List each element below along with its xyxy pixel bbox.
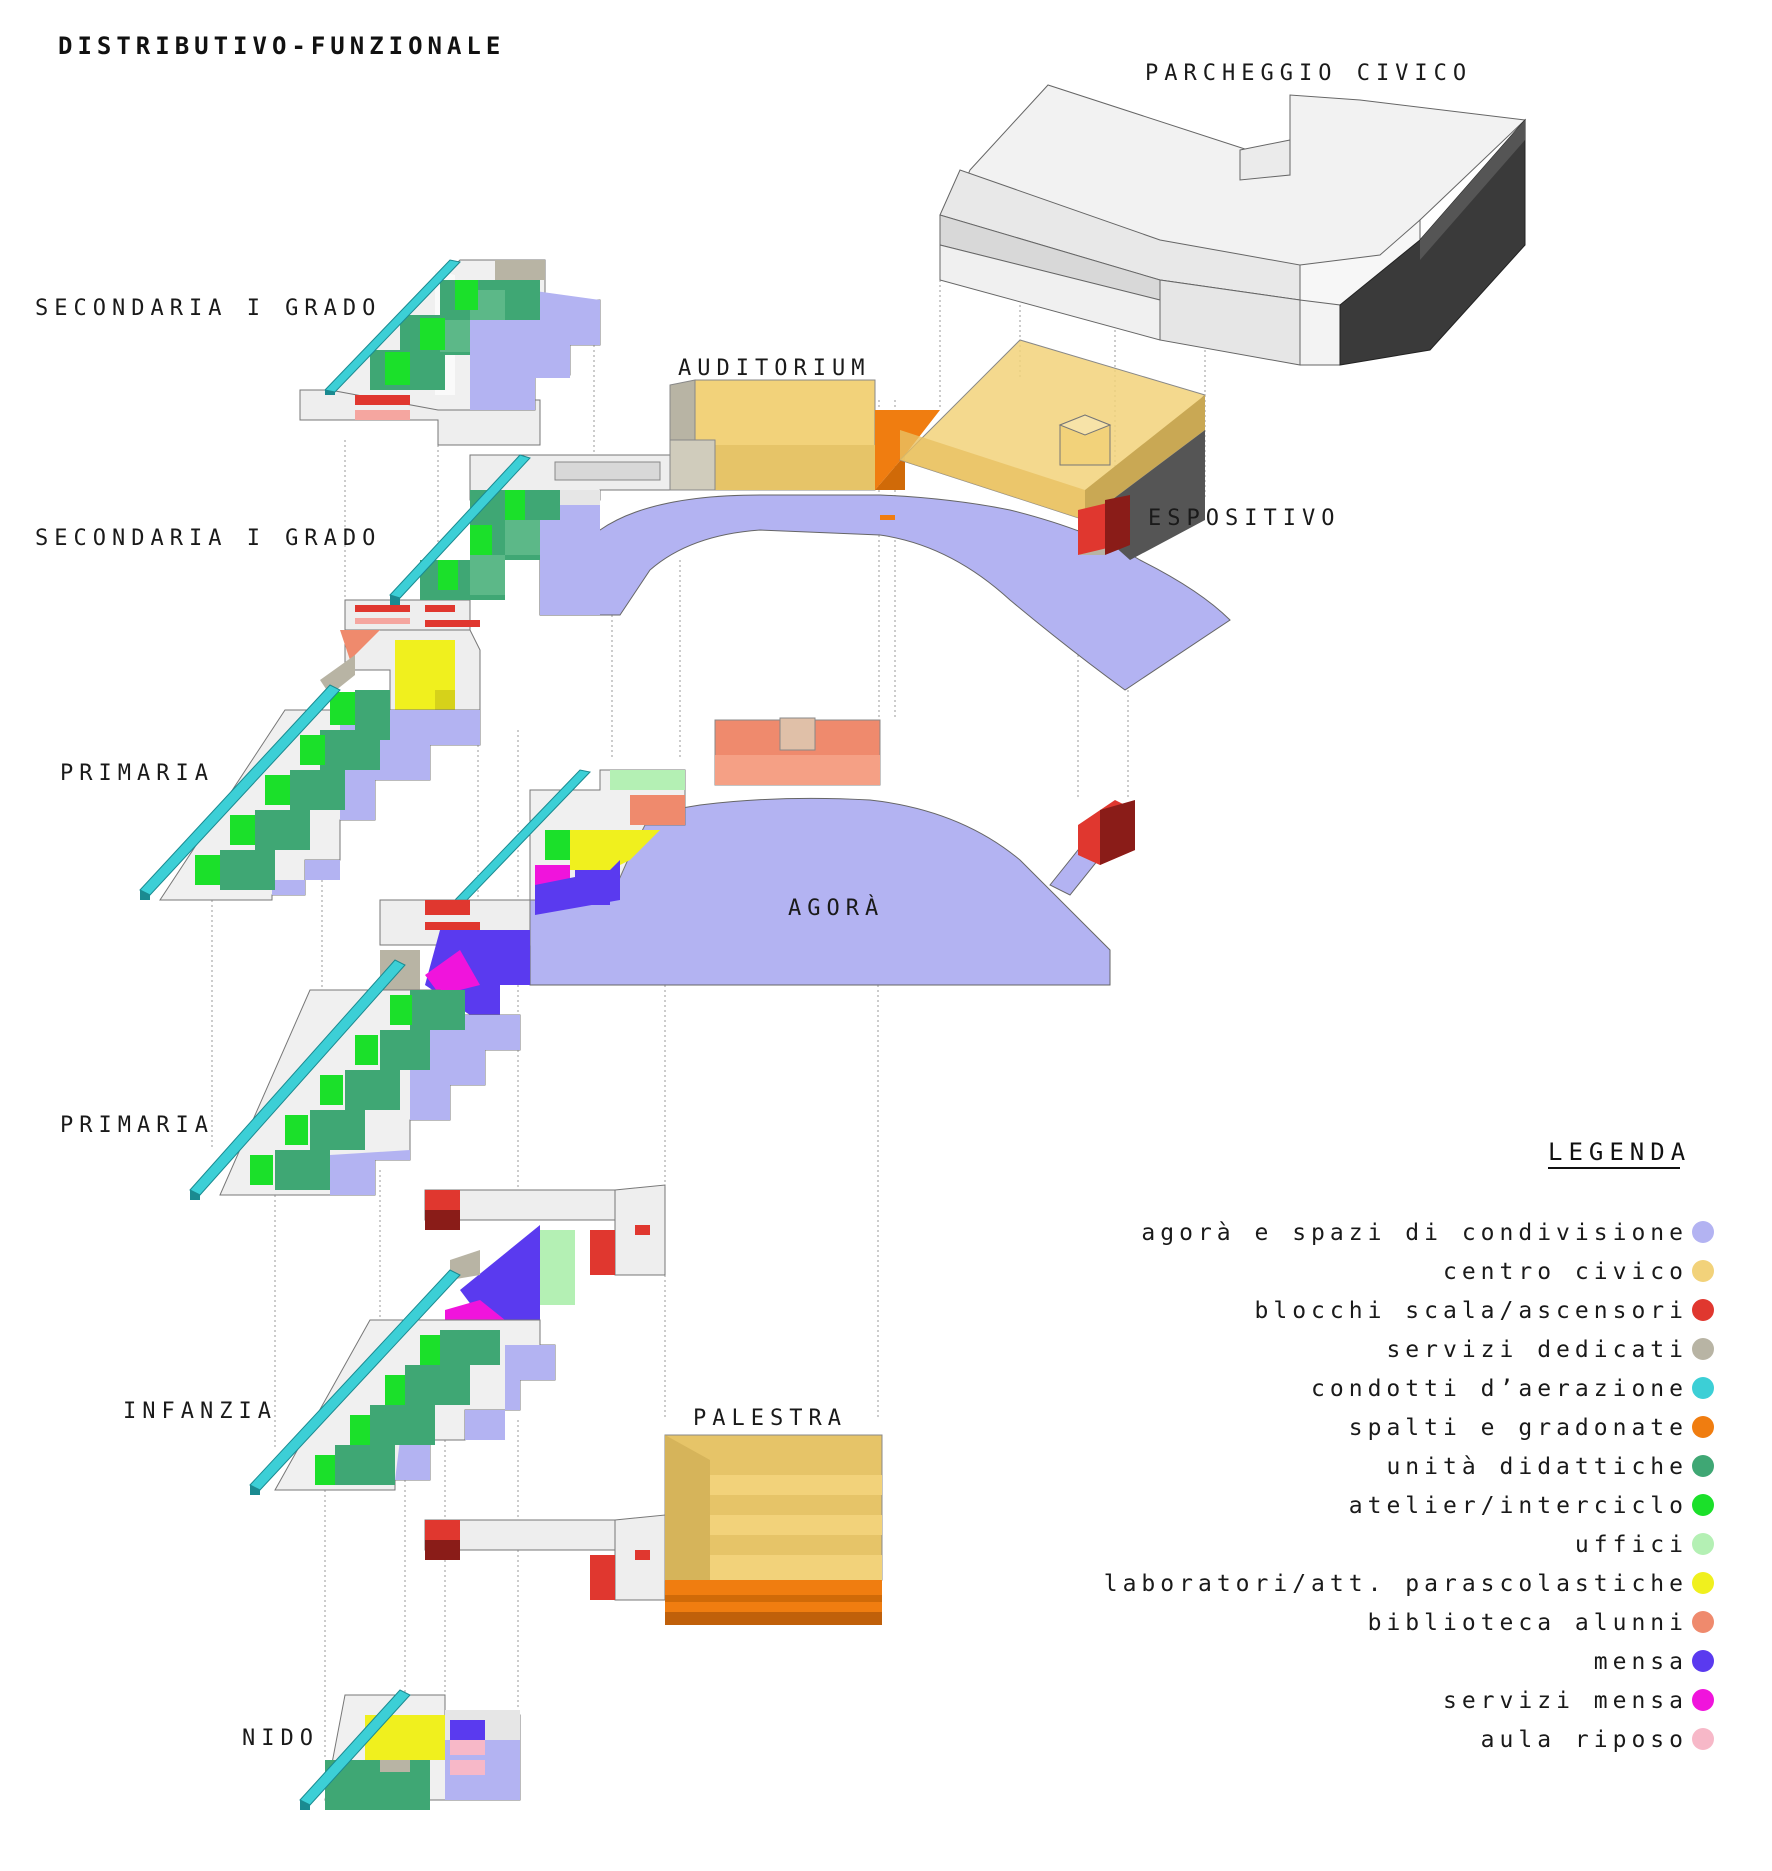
agora-block: AGORÀ	[379, 769, 1135, 1015]
label-auditorium: AUDITORIUM	[678, 356, 870, 381]
legend-swatch	[1692, 1572, 1714, 1594]
legend-item-label: unità didattiche	[1386, 1454, 1688, 1480]
legend-title: LEGENDA	[1548, 1138, 1691, 1166]
legend-item-label: uffici	[1575, 1532, 1688, 1558]
legend-item-label: aula riposo	[1481, 1727, 1688, 1753]
legend-item-label: blocchi scala/ascensori	[1255, 1298, 1689, 1324]
legend-swatch	[1692, 1494, 1714, 1516]
biblioteca-block	[714, 717, 881, 786]
legend: LEGENDA agorà e spazi di condivisione cen…	[1104, 1138, 1714, 1753]
label-secondaria-1: SECONDARIA I GRADO	[35, 296, 381, 321]
legend-swatch	[1692, 1650, 1714, 1672]
legend-item-label: centro civico	[1443, 1259, 1688, 1285]
legend-item-label: laboratori/att. parascolastiche	[1104, 1571, 1688, 1597]
label-primaria-1: PRIMARIA	[60, 761, 214, 786]
legend-item-label: spalti e gradonate	[1349, 1415, 1688, 1441]
label-parcheggio: PARCHEGGIO CIVICO	[1145, 61, 1472, 86]
legend-swatch	[1692, 1689, 1714, 1711]
legend-items: agorà e spazi di condivisione centro civi…	[1104, 1220, 1714, 1753]
legend-swatch	[1692, 1338, 1714, 1360]
label-palestra: PALESTRA	[693, 1406, 847, 1431]
label-espositivo: ESPOSITIVO	[1148, 506, 1340, 531]
legend-swatch	[1692, 1728, 1714, 1750]
legend-swatch	[1692, 1377, 1714, 1399]
legend-swatch	[1692, 1533, 1714, 1555]
label-agora: AGORÀ	[788, 895, 884, 921]
legend-swatch	[1692, 1611, 1714, 1633]
primaria-upper-block: PRIMARIA	[60, 629, 481, 901]
nido-block: NIDO	[242, 1689, 521, 1810]
legend-item-label: servizi dedicati	[1386, 1337, 1688, 1363]
label-secondaria-2: SECONDARIA I GRADO	[35, 526, 381, 551]
infanzia-block: INFANZIA	[123, 1184, 666, 1495]
secondaria-lower-block: SECONDARIA I GRADO AUDITORIUM ESPOSITIVO	[35, 339, 1340, 691]
legend-item-label: condotti d’aerazione	[1311, 1376, 1688, 1402]
legend-swatch	[1692, 1299, 1714, 1321]
legend-swatch	[1692, 1455, 1714, 1477]
legend-item-label: atelier/interciclo	[1349, 1493, 1688, 1519]
secondaria-upper-block: SECONDARIA I GRADO	[35, 259, 601, 446]
label-nido: NIDO	[242, 1726, 319, 1751]
legend-swatch	[1692, 1416, 1714, 1438]
diagram-title: DISTRIBUTIVO-FUNZIONALE	[58, 32, 505, 60]
projection-guides	[211, 235, 1206, 1760]
legend-item-label: agorà e spazi di condivisione	[1141, 1220, 1688, 1246]
label-infanzia: INFANZIA	[123, 1399, 277, 1424]
legend-swatch	[1692, 1260, 1714, 1282]
label-primaria-2: PRIMARIA	[60, 1113, 214, 1138]
primaria-lower-block: PRIMARIA	[60, 950, 521, 1200]
legend-swatch	[1692, 1221, 1714, 1243]
legend-item-label: mensa	[1594, 1649, 1688, 1675]
legend-item-label: biblioteca alunni	[1368, 1610, 1688, 1636]
parcheggio-civico-block: PARCHEGGIO CIVICO	[939, 61, 1527, 366]
legend-item-label: servizi mensa	[1443, 1688, 1688, 1714]
palestra-block: PALESTRA	[424, 1406, 883, 1625]
